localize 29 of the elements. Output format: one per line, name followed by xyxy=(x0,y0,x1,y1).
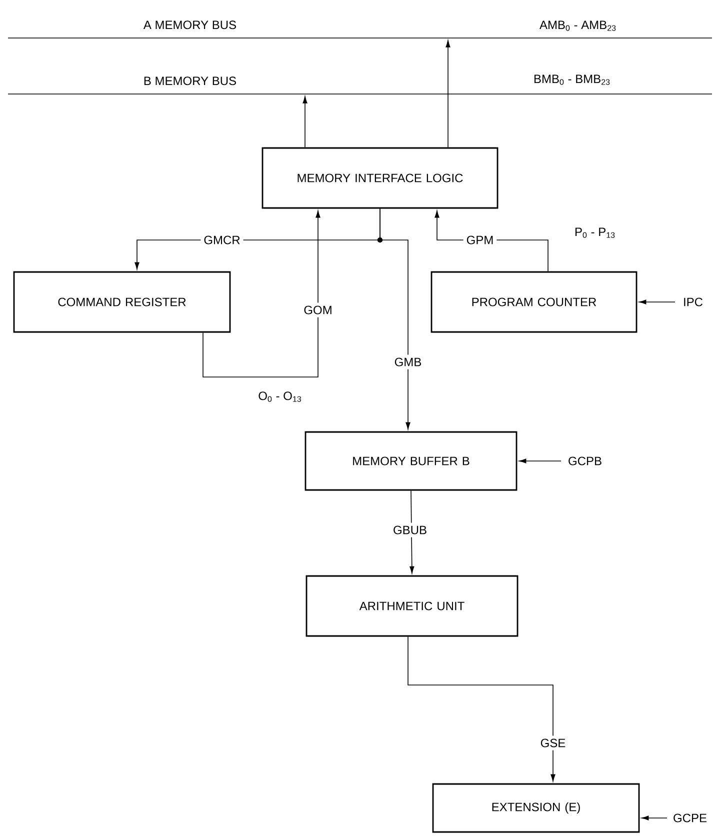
block-box: MEMORY BUFFER B xyxy=(304,431,518,491)
bus-label: A MEMORY BUS xyxy=(143,20,236,30)
arrow xyxy=(519,458,562,464)
edge-label: GCPB xyxy=(565,454,605,468)
arrow xyxy=(302,96,308,148)
arrow xyxy=(408,636,556,782)
signal-range-label: BMB$_{0}$ - BMB$_{23}$ xyxy=(534,74,610,85)
block-box: COMMAND REGISTER xyxy=(13,271,231,333)
edge-label: IPC xyxy=(680,294,706,310)
block-box: PROGRAM COUNTER xyxy=(430,271,638,333)
block-box: ARITHMETIC UNIT xyxy=(306,575,518,637)
bus-label: AMB$_{0}$ - AMB$_{23}$ xyxy=(540,20,616,31)
edge-label: GCPE xyxy=(670,810,710,826)
edge-label: GMB xyxy=(391,354,425,370)
arrow xyxy=(380,208,410,430)
block-box: EXTENSION (E) xyxy=(432,783,640,833)
bus-label: B MEMORY BUS xyxy=(144,76,236,86)
edge-label: GMCR xyxy=(200,232,244,248)
signal-range-label: O$_{0}$ - O$_{13}$ xyxy=(258,392,301,402)
signal-range-label: P$_{0}$ - P$_{13}$ xyxy=(575,228,615,238)
edge-label: GSE xyxy=(537,736,569,750)
arrow xyxy=(202,210,320,378)
block-box: MEMORY INTERFACE LOGIC xyxy=(262,147,498,209)
edge-label: GBUB xyxy=(390,522,430,538)
edge-label: GPM xyxy=(463,232,497,248)
arrow xyxy=(639,300,676,304)
edge-label: GOM xyxy=(300,302,336,318)
arrow xyxy=(446,40,450,148)
arrow xyxy=(642,816,668,820)
